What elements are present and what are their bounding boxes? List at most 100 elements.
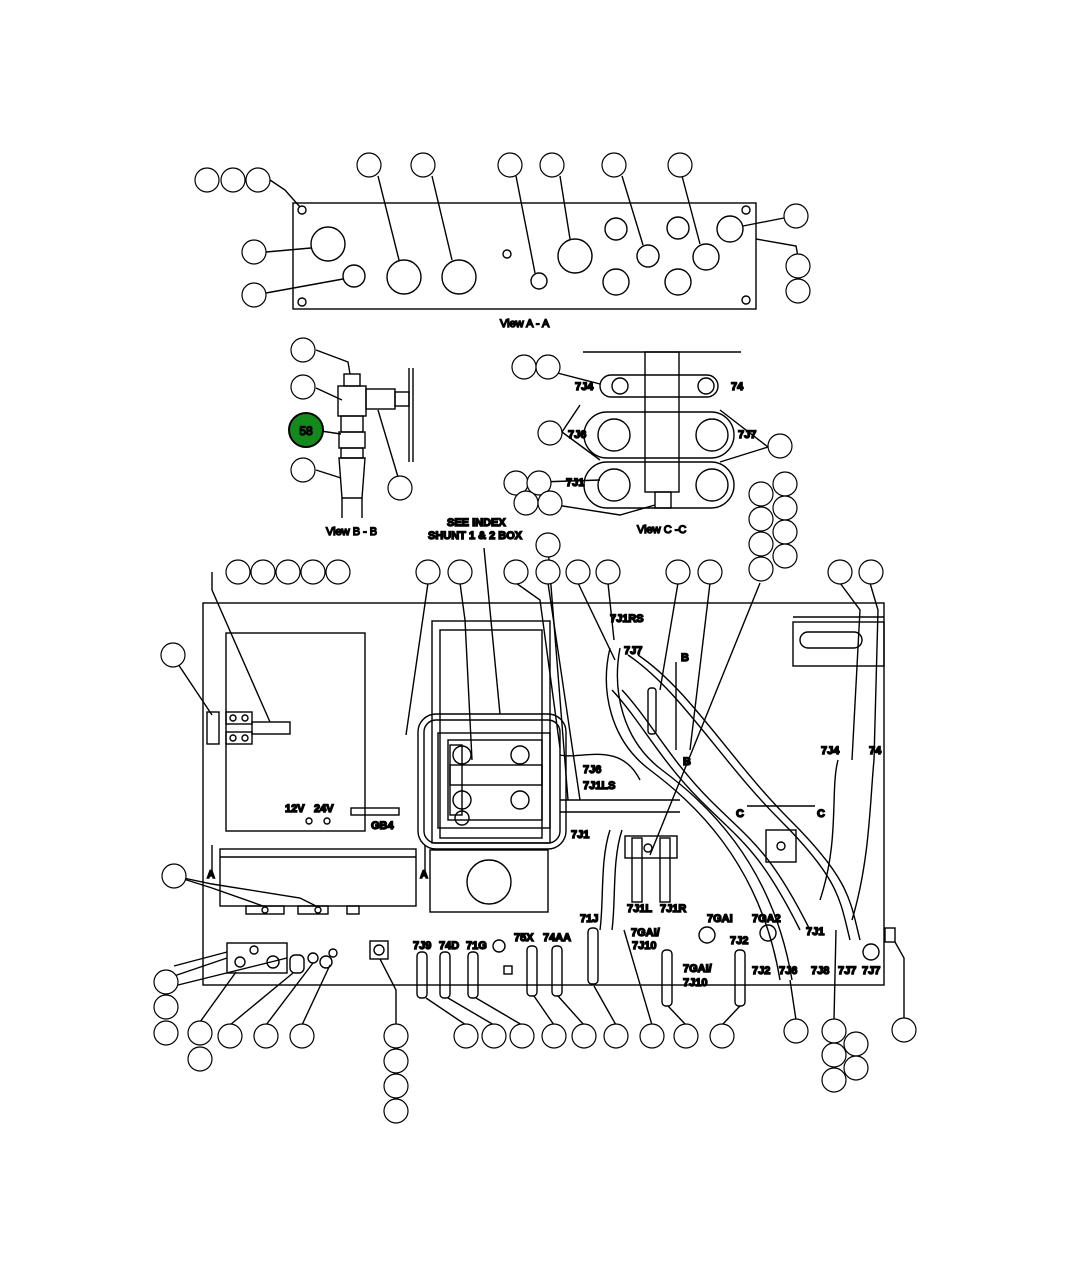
index-callout bbox=[410, 152, 436, 178]
index-callout bbox=[748, 556, 774, 582]
index-callout bbox=[245, 167, 271, 193]
index-callout bbox=[748, 506, 774, 532]
index-callout bbox=[383, 1073, 409, 1099]
label-12v: 12V bbox=[285, 803, 305, 815]
index-callout bbox=[535, 532, 561, 558]
label-71j: 71J bbox=[580, 913, 598, 925]
index-callout bbox=[537, 420, 563, 446]
view-c-title: View C -C bbox=[637, 524, 686, 536]
index-callout bbox=[383, 1023, 409, 1049]
label-section-a-right: A bbox=[420, 869, 428, 881]
main-panel bbox=[202, 602, 896, 1007]
label-7j1l: 7J1L bbox=[627, 903, 652, 915]
index-callout bbox=[709, 1023, 735, 1049]
index-callout bbox=[673, 1023, 699, 1049]
index-callout bbox=[697, 559, 723, 585]
label-7gai: 7GAI bbox=[707, 913, 733, 925]
label-c-74: 74 bbox=[731, 381, 744, 393]
label-24v: 24V bbox=[314, 803, 334, 815]
index-callout bbox=[571, 1023, 597, 1049]
label-c-7j1: 7J1 bbox=[566, 477, 584, 489]
index-callout bbox=[356, 152, 382, 178]
index-callout bbox=[535, 354, 561, 380]
label-r-74: 74 bbox=[869, 745, 882, 757]
index-callout bbox=[783, 203, 809, 229]
index-callout bbox=[827, 559, 853, 585]
index-callout bbox=[225, 559, 251, 585]
view-b-valve bbox=[313, 349, 414, 518]
index-callout bbox=[541, 1023, 567, 1049]
index-callout bbox=[217, 1023, 243, 1049]
index-callout bbox=[526, 470, 552, 496]
index-callout bbox=[603, 1023, 629, 1049]
label-c-7j7: 7J7 bbox=[738, 429, 756, 441]
label-section-b-top: B bbox=[681, 652, 689, 664]
index-callout bbox=[220, 167, 246, 193]
index-callout bbox=[595, 559, 621, 585]
callout-58-highlight[interactable] bbox=[288, 412, 324, 448]
index-callout bbox=[772, 543, 798, 569]
index-callout bbox=[503, 559, 529, 585]
index-callout bbox=[241, 282, 267, 308]
label-7gai-7j10-2a: 7GAI/ bbox=[683, 963, 712, 975]
index-callout bbox=[565, 559, 591, 585]
label-section-a-left: A bbox=[207, 869, 215, 881]
label-section-c-right: C bbox=[817, 808, 825, 820]
callout-leaders bbox=[173, 547, 905, 1026]
label-7ga2: 7GA2 bbox=[752, 913, 781, 925]
index-callout bbox=[153, 1020, 179, 1046]
index-callout bbox=[772, 471, 798, 497]
label-75x: 75X bbox=[514, 932, 534, 944]
label-c-7j6: 7J6 bbox=[568, 429, 586, 441]
index-callout bbox=[241, 239, 267, 265]
index-callout bbox=[537, 490, 563, 516]
label-71g: 71G bbox=[466, 940, 487, 952]
index-callout bbox=[772, 519, 798, 545]
index-callout bbox=[891, 1017, 917, 1043]
label-74d: 74D bbox=[439, 940, 459, 952]
label-7gai-7j10-2b: 7J10 bbox=[683, 977, 707, 989]
index-callout bbox=[387, 475, 413, 501]
label-7j9: 7J9 bbox=[413, 940, 431, 952]
label-7j7-b: 7J7 bbox=[862, 965, 880, 977]
view-a-title: View A - A bbox=[500, 318, 550, 330]
index-callout bbox=[383, 1098, 409, 1124]
view-c-clamps bbox=[537, 351, 769, 516]
index-callout bbox=[843, 1055, 869, 1081]
label-74aa: 74AA bbox=[543, 932, 571, 944]
index-callout bbox=[160, 642, 186, 668]
index-callout bbox=[539, 152, 565, 178]
index-callout bbox=[858, 559, 884, 585]
index-callout bbox=[665, 559, 691, 585]
label-7gai-7j10-1a: 7GAI/ bbox=[631, 927, 660, 939]
index-callout bbox=[511, 354, 537, 380]
index-callouts bbox=[153, 152, 917, 1124]
index-callout bbox=[748, 531, 774, 557]
index-callout bbox=[290, 374, 316, 400]
index-callout bbox=[785, 278, 811, 304]
label-m-7j6: 7J6 bbox=[583, 764, 601, 776]
index-callout bbox=[153, 969, 179, 995]
index-callout bbox=[290, 457, 316, 483]
index-callout bbox=[509, 1023, 535, 1049]
label-gb4: GB4 bbox=[371, 820, 395, 832]
index-callout bbox=[513, 490, 539, 516]
label-7j1-b: 7J1 bbox=[806, 926, 824, 938]
label-7j1rs: 7J1RS bbox=[610, 613, 644, 625]
label-m-7j1: 7J1 bbox=[571, 829, 589, 841]
label-7j8: 7J8 bbox=[811, 965, 829, 977]
view-a-panel bbox=[265, 175, 800, 310]
index-callout bbox=[821, 1018, 847, 1044]
index-callout bbox=[275, 559, 301, 585]
label-7gai-7j10-1b: 7J10 bbox=[632, 940, 656, 952]
index-callout bbox=[161, 863, 187, 889]
index-callout bbox=[821, 1042, 847, 1068]
view-b-title: View B - B bbox=[326, 526, 377, 538]
index-callout bbox=[415, 559, 441, 585]
index-callout bbox=[783, 1018, 809, 1044]
index-callout bbox=[290, 337, 316, 363]
index-callout bbox=[187, 1020, 213, 1046]
index-callout bbox=[253, 1023, 279, 1049]
label-7j6-b: 7J6 bbox=[779, 965, 797, 977]
